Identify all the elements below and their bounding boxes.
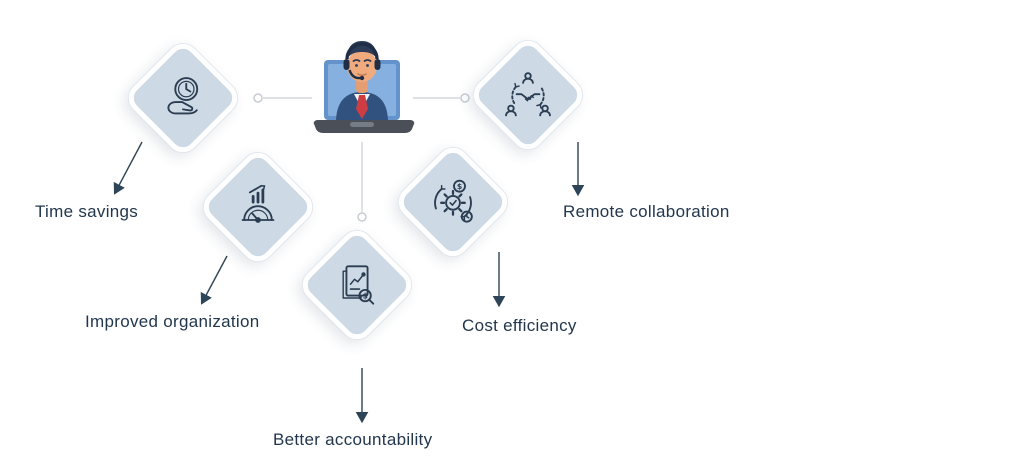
clock-in-hand-icon (145, 60, 221, 136)
diamond-card-better-accountability: $ (296, 224, 418, 346)
label-time-savings: Time savings (35, 202, 139, 221)
connector-node (357, 212, 367, 222)
label-arrows (113, 141, 585, 424)
diamond-card-improved-organization (197, 146, 319, 268)
label-improved-organization: Improved organization (85, 312, 260, 331)
virtual-assistant-on-laptop-icon (313, 41, 415, 133)
diamond-card-remote-collaboration (467, 34, 589, 156)
handshake-network-icon (490, 57, 566, 133)
hub-connector-lines (253, 93, 470, 222)
connector-node (460, 93, 470, 103)
label-better-accountability: Better accountability (273, 430, 433, 449)
svg-text:$: $ (362, 291, 367, 300)
audit-report-icon: $ (319, 247, 395, 323)
svg-text:$: $ (457, 182, 462, 191)
diamond-card-cost-efficiency: $ (392, 141, 514, 263)
virtual-assistant-illustration (300, 16, 424, 144)
cost-gear-clock-icon: $ (415, 164, 491, 240)
label-remote-collaboration: Remote collaboration (563, 202, 730, 221)
diamond-card-time-savings (122, 37, 244, 159)
label-cost-efficiency: Cost efficiency (462, 316, 577, 335)
connector-node (253, 93, 263, 103)
growth-gauge-icon (220, 169, 296, 245)
